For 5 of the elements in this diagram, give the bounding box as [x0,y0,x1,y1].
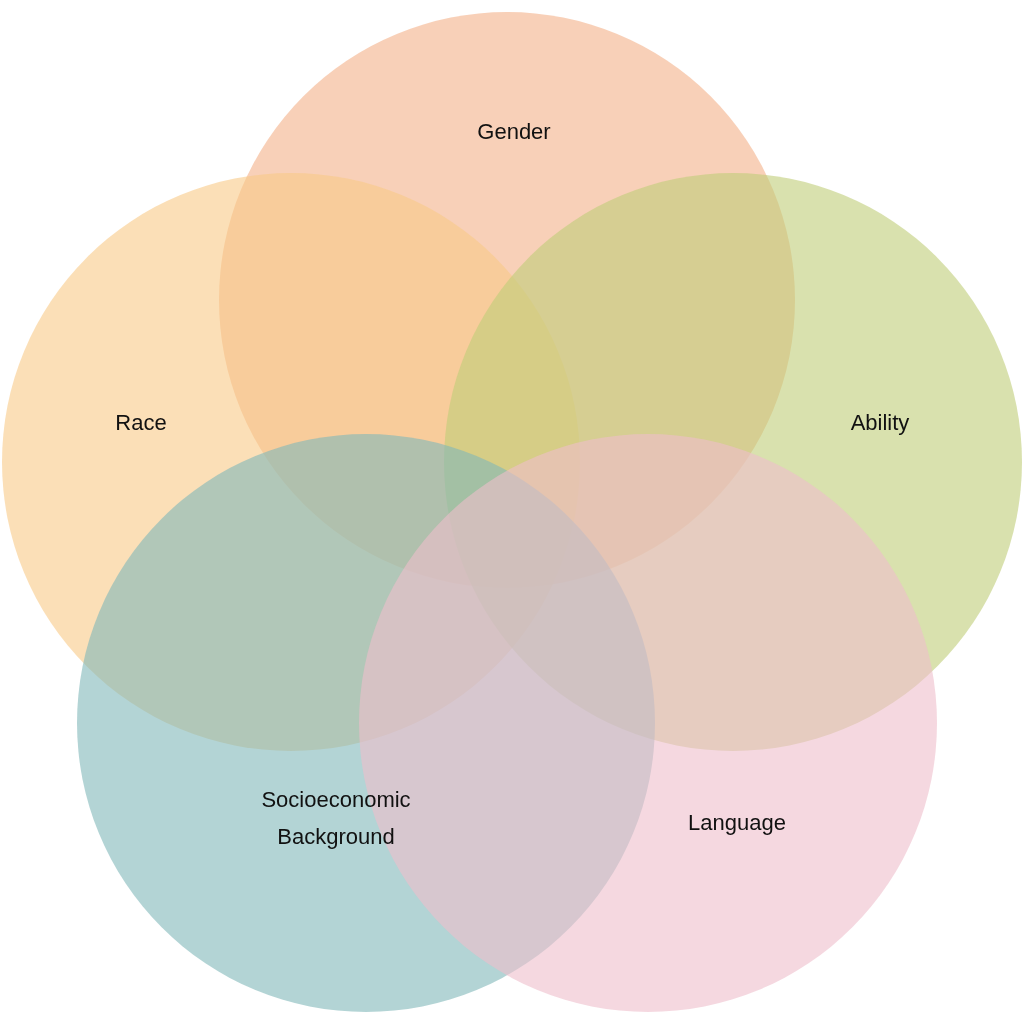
circle-label: Race [114,408,168,437]
circle-label: Gender [476,117,552,146]
circle-label: Socioeconomic Background [260,786,412,851]
circle-label: Language [687,808,787,837]
circle-label: Ability [849,408,911,437]
